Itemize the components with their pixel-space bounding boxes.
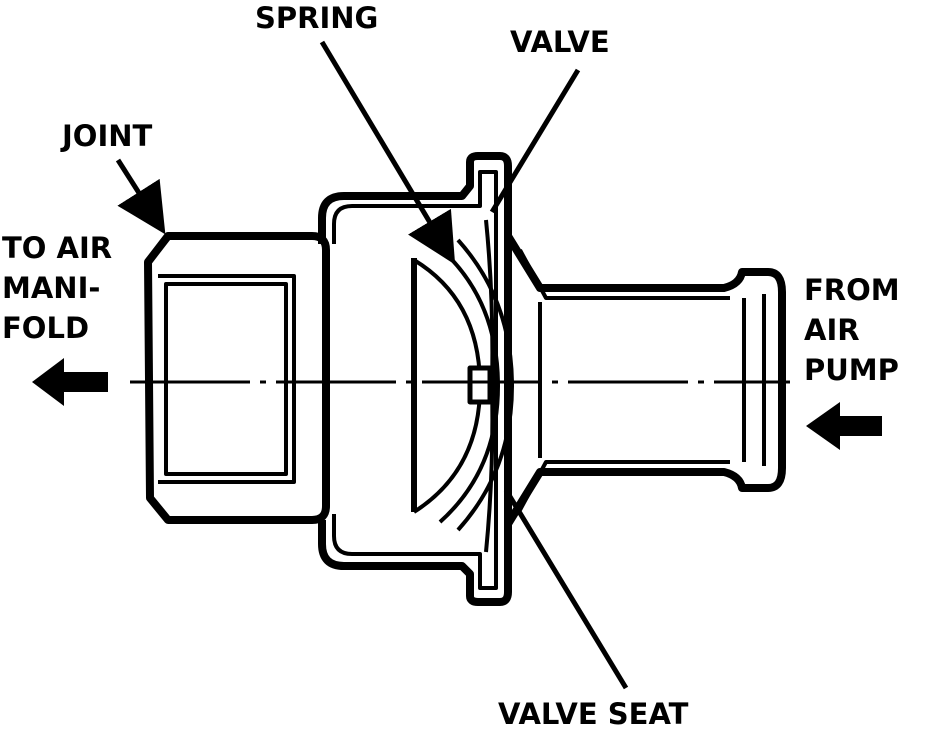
outlet-pipe	[504, 233, 786, 527]
leader-valve-seat	[503, 488, 629, 690]
label-to-air-line1: TO AIR	[2, 231, 112, 265]
valve-disc-assembly	[411, 219, 514, 553]
label-joint: JOINT	[60, 119, 153, 153]
leader-valve	[489, 68, 581, 214]
label-valve-seat: VALVE SEAT	[498, 697, 689, 730]
label-to-air-line2: MANI-	[2, 271, 100, 305]
leader-joint	[115, 158, 166, 235]
leader-spring	[319, 40, 456, 265]
joint-body	[144, 232, 330, 524]
flow-arrow-right-icon	[806, 402, 882, 450]
label-spring: SPRING	[255, 1, 378, 35]
label-to-air-line3: FOLD	[2, 311, 89, 345]
label-from-air-line2: AIR	[804, 313, 860, 347]
label-valve: VALVE	[510, 25, 610, 59]
label-from-air-line3: PUMP	[804, 353, 899, 387]
flow-arrow-left-icon	[32, 358, 108, 406]
label-from-air-line1: FROM	[804, 273, 900, 307]
